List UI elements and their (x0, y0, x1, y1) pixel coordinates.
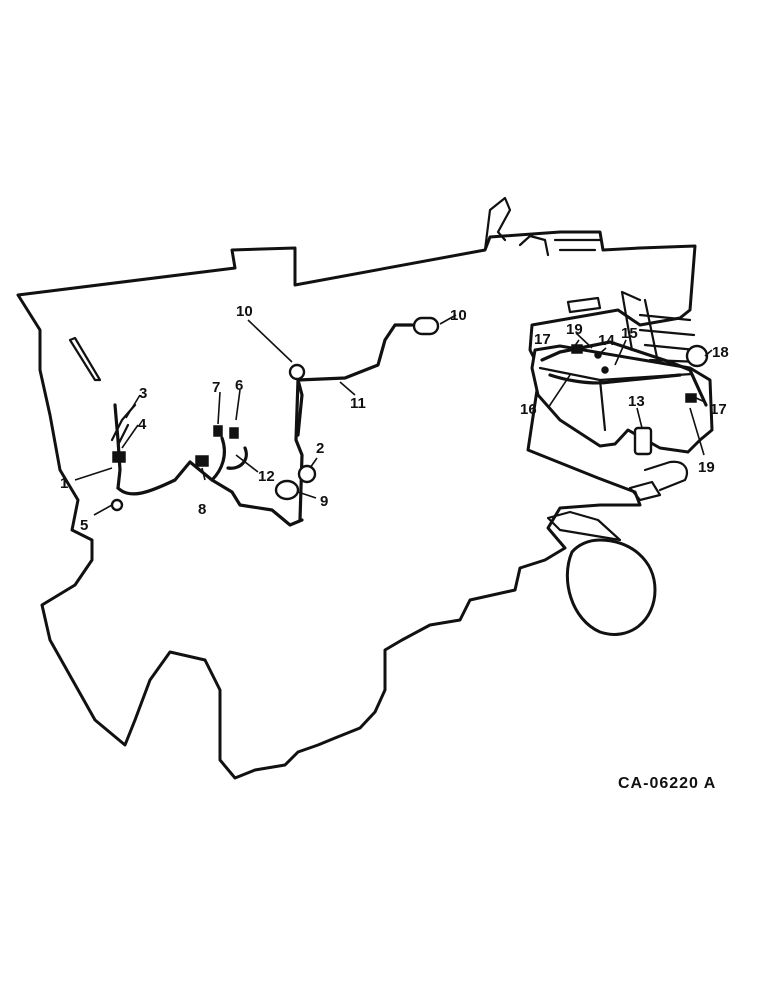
drawing-code: CA-06220 A (618, 775, 716, 792)
cab-roof-bracket (483, 196, 602, 257)
switch-6 (229, 427, 239, 439)
callout-6: 6 (235, 377, 243, 394)
callout-12: 12 (258, 468, 275, 485)
wiring-harness-vertical (294, 378, 304, 522)
wiring-harness-rear (540, 340, 708, 407)
component-9 (274, 479, 300, 501)
wiring-harness-12 (210, 436, 248, 482)
lamp-10-right (412, 316, 440, 336)
wiring-harness-8 (116, 460, 304, 527)
callout-14: 14 (598, 332, 615, 349)
callout-19-right: 19 (698, 459, 715, 476)
lamp-10-left (288, 363, 306, 381)
hose (643, 460, 688, 492)
clip-17-left (571, 344, 583, 354)
callout-8: 8 (198, 501, 206, 518)
switch-7 (213, 425, 223, 437)
sender-13 (633, 426, 653, 456)
connector-15 (601, 366, 609, 374)
callout-17-right: 17 (710, 401, 727, 418)
callout-3: 3 (139, 385, 147, 402)
leader-lines (74, 314, 713, 516)
callout-13: 13 (628, 393, 645, 410)
wiring-harness-11 (296, 323, 414, 437)
window-strip (68, 336, 102, 382)
callout-17-left: 17 (534, 331, 551, 348)
callout-1: 1 (60, 475, 68, 492)
callout-15: 15 (621, 325, 638, 342)
ladder-frame (566, 290, 702, 374)
lamp-18 (685, 344, 709, 368)
callout-10-right: 10 (450, 307, 467, 324)
rear-tank (530, 344, 714, 454)
connector-8 (195, 455, 209, 467)
callout-2: 2 (316, 440, 324, 457)
callout-10-left: 10 (236, 303, 253, 320)
connector-5 (110, 498, 124, 512)
callout-4: 4 (138, 416, 147, 433)
callout-7: 7 (212, 379, 220, 396)
callout-16: 16 (520, 401, 537, 418)
callout-9: 9 (320, 493, 328, 510)
wiring-harness-tank (548, 373, 682, 385)
callout-18: 18 (712, 344, 729, 361)
callout-5: 5 (80, 517, 88, 534)
fender-piece (546, 480, 662, 542)
rear-wheel (565, 538, 657, 636)
connector-4 (112, 451, 126, 463)
clip-17-right (685, 393, 697, 403)
horn-2 (297, 464, 317, 484)
callout-19-left: 19 (566, 321, 583, 338)
machine-body-outline (16, 230, 697, 780)
callout-11: 11 (350, 395, 366, 412)
